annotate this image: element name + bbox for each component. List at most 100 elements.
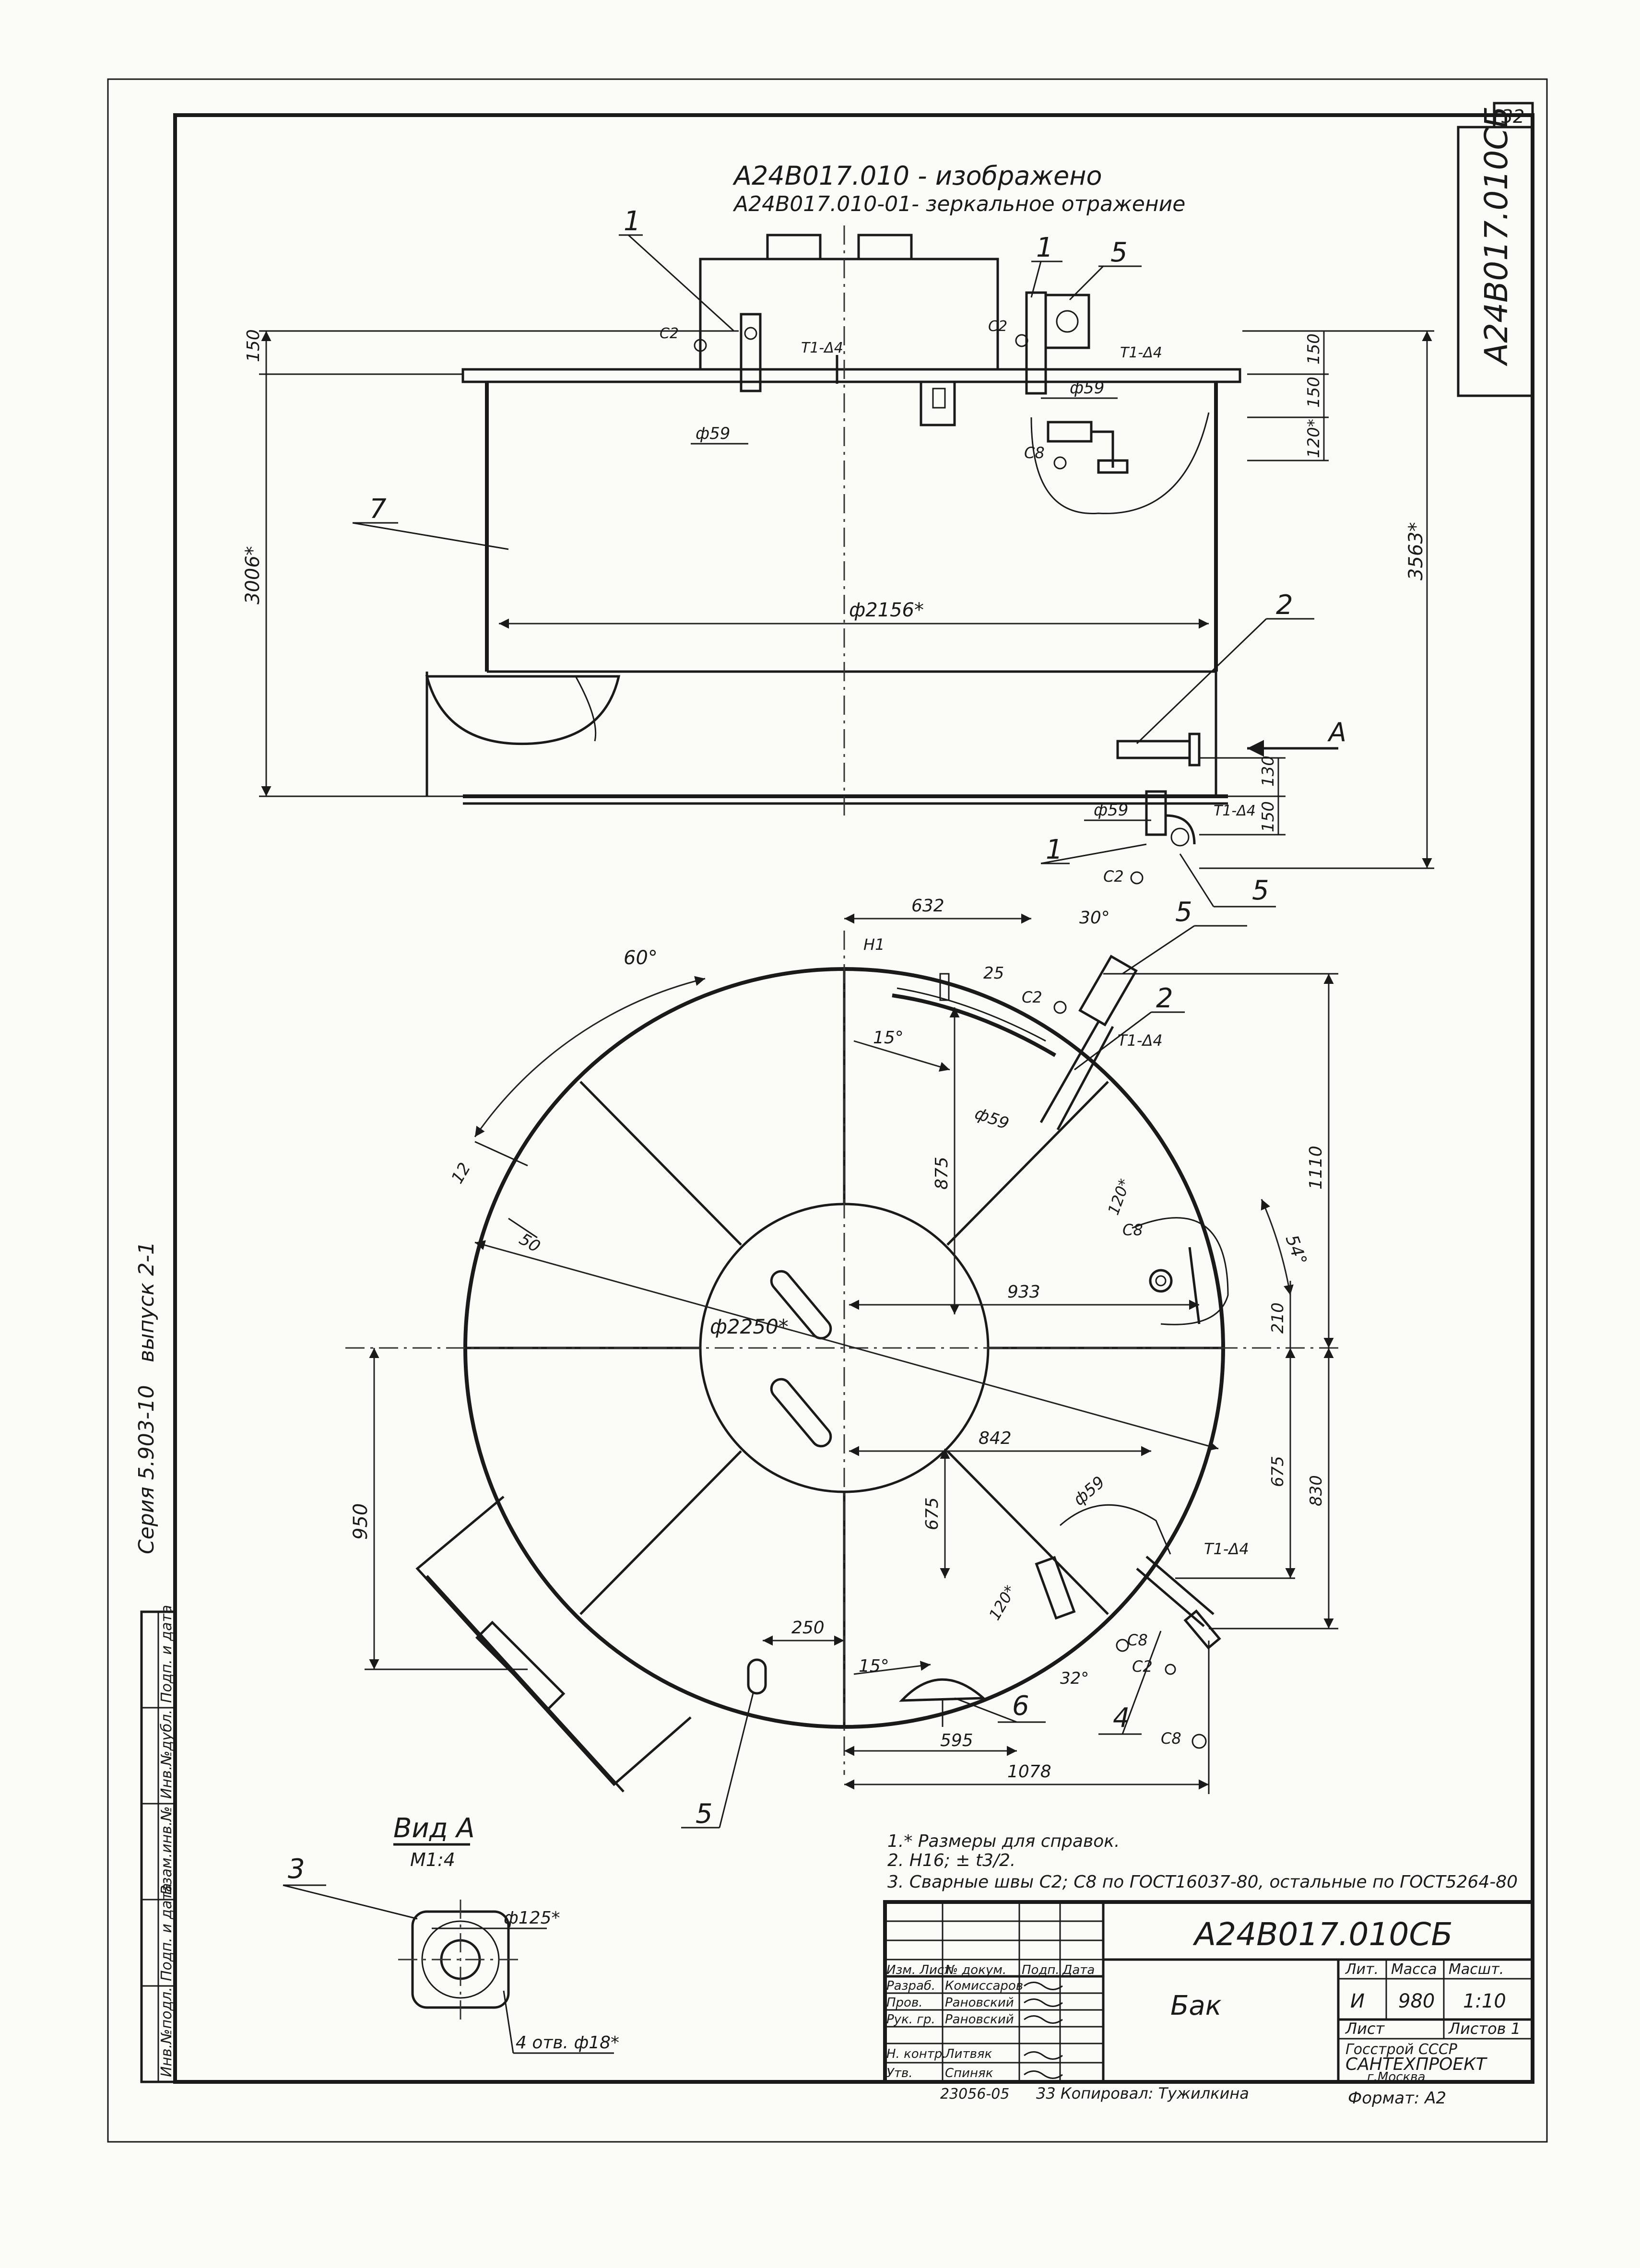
weld-h1: Н1 <box>863 935 885 954</box>
tb-org-2: САНТЕХПРОЕКТ <box>1345 2055 1488 2074</box>
side-stamp: А24В017.010СБ <box>1457 106 1534 397</box>
dim-210: 210 <box>1268 1302 1287 1334</box>
tb-row-role: Пров. <box>886 1996 923 2010</box>
note-2: 2. Н16; ± t3/2. <box>887 1851 1015 1870</box>
dim-830: 830 <box>1307 1475 1326 1506</box>
tb-row-name: Рановский <box>945 1996 1014 2010</box>
tb-sheets-label: Листов 1 <box>1448 2020 1521 2038</box>
tb-row-role: Разраб. <box>886 1979 935 1993</box>
dim-15deg-bottom: 15° <box>859 1656 889 1676</box>
plan-view: ф2250* 632 30° 25 15° ф59 <box>345 896 1343 1830</box>
dim-d2250: ф2250* <box>710 1315 789 1338</box>
series-label: Серия 5.903-10 <box>134 1385 159 1554</box>
dim-595: 595 <box>940 1731 973 1750</box>
tb-mass-value: 980 <box>1398 1990 1435 2012</box>
pos-7: 7 <box>369 494 387 525</box>
dim-150-top: 150 <box>244 329 263 362</box>
note-3: 3. Сварные швы С2; С8 по ГОСТ16037-80, о… <box>887 1872 1518 1892</box>
dim-130: 130 <box>1259 756 1278 787</box>
tb-mass-label: Масса <box>1391 1961 1437 1978</box>
side-table-cell: Подп. и дата <box>158 1605 175 1703</box>
pos-2-top: 2 <box>1276 590 1293 621</box>
side-table-cell: Инв.№дубл. <box>158 1710 175 1799</box>
pos-1-right: 1 <box>1036 232 1053 263</box>
dim-675-left: 675 <box>922 1497 942 1530</box>
side-table-cell: Подп. и дата <box>158 1883 175 1981</box>
weld-c8-plan-b: С8 <box>1127 1631 1148 1649</box>
tb-row-name: Комиссаров <box>945 1979 1023 1993</box>
pos-5-plan-b: 5 <box>696 1798 713 1830</box>
weld-c2-plan-a: С2 <box>1022 988 1042 1006</box>
tb-row-role: Изм. Лист <box>886 1963 952 1977</box>
dim-632: 632 <box>911 896 944 916</box>
sheet-number: 32 <box>1501 106 1524 127</box>
pos-5-plan-a: 5 <box>1175 897 1192 928</box>
dim-d59-b: ф59 <box>1070 378 1104 398</box>
view-a: Вид А М1:4 3 ф125* 4 отв. ф18* <box>283 1813 619 2054</box>
tb-row-name: Спиняк <box>945 2066 993 2080</box>
dim-150-right-b: 150 <box>1304 377 1323 408</box>
view-a-holes: 4 отв. ф18* <box>516 2033 619 2053</box>
dim-15deg-top: 15° <box>873 1028 904 1048</box>
weld-c2-plan-b: С2 <box>1132 1657 1153 1676</box>
pos-5-bottom: 5 <box>1252 875 1269 906</box>
drawing-frame <box>173 113 1534 2084</box>
dim-54deg: 54° <box>1282 1232 1310 1268</box>
title-block: А24В017.010СБ Бак Лит. Масса Масшт. И 98… <box>883 1900 1534 2084</box>
view-a-position: 3 <box>288 1854 305 1885</box>
footer-copied: 33 Копировал: Тужилкина <box>1036 2084 1249 2103</box>
tb-row-role: Рук. гр. <box>886 2012 935 2027</box>
tb-row-date: Дата <box>1062 1963 1095 1977</box>
pos-1-bottom: 1 <box>1046 834 1063 865</box>
weld-c8-plan-c: С8 <box>1161 1729 1181 1748</box>
side-table-cell: Взам.инв.№ <box>158 1806 175 1895</box>
dim-d2156: ф2156* <box>849 599 924 621</box>
note-1: 1.* Размеры для справок. <box>887 1831 1120 1851</box>
dim-933: 933 <box>1007 1282 1040 1302</box>
weld-c2-b: С2 <box>988 318 1007 335</box>
tb-name: Бак <box>1170 1990 1222 2021</box>
weld-t1-c: Т1-Δ4 <box>1214 803 1256 819</box>
elevation-view: 150 3006* 3563* 150 150 120* ф2156* ф59 … <box>242 206 1434 908</box>
dim-950: 950 <box>350 1503 372 1540</box>
side-stamp-text: А24В017.010СБ <box>1478 106 1515 366</box>
footer-code: 23056-05 <box>940 2086 1009 2103</box>
weld-t1-plan-a: Т1-Δ4 <box>1118 1031 1163 1050</box>
side-table-cell: Инв.№подл. <box>158 1987 175 2077</box>
dim-25: 25 <box>983 964 1004 983</box>
dim-d59-a: ф59 <box>696 424 730 443</box>
dim-120-plan-b: 120* <box>985 1582 1019 1623</box>
dim-12: 12 <box>448 1159 474 1187</box>
view-marker-a: А <box>1327 717 1346 747</box>
tb-row-role: Утв. <box>886 2066 913 2080</box>
tb-row-name: № докум. <box>944 1963 1006 1977</box>
weld-c2-c: С2 <box>1103 867 1124 886</box>
weld-t1-a: Т1-Δ4 <box>801 340 843 356</box>
dim-120-star: 120* <box>1304 419 1323 458</box>
sheet-trim <box>107 78 1548 2143</box>
weld-c2-a: С2 <box>660 325 679 342</box>
dim-3563: 3563* <box>1405 522 1427 580</box>
dim-3006: 3006* <box>242 546 264 604</box>
weld-t1-plan-b: Т1-Δ4 <box>1204 1540 1249 1558</box>
side-table: Подп. и дата Инв.№дубл. Взам.инв.№ Подп.… <box>140 1605 177 2083</box>
dim-60deg: 60° <box>624 947 658 969</box>
pos-2-plan: 2 <box>1156 983 1173 1014</box>
dim-50: 50 <box>516 1229 543 1256</box>
dim-30deg: 30° <box>1079 908 1110 928</box>
dim-1110: 1110 <box>1306 1146 1326 1190</box>
issue-label: выпуск 2-1 <box>134 1241 159 1362</box>
dim-32deg: 32° <box>1060 1669 1089 1688</box>
weld-t1-b: Т1-Δ4 <box>1120 344 1162 361</box>
tb-org-3: г.Москва <box>1367 2070 1426 2084</box>
weld-c8-plan-a: С8 <box>1122 1221 1143 1239</box>
tb-scale-value: 1:10 <box>1463 1990 1506 2012</box>
header-line-1: А24В017.010 - изображено <box>732 161 1102 191</box>
tb-lit-value: И <box>1350 1990 1365 2012</box>
dim-875: 875 <box>932 1157 952 1190</box>
view-a-scale: М1:4 <box>410 1849 455 1870</box>
tb-row-name: Литвяк <box>944 2047 992 2061</box>
view-a-title: Вид А <box>393 1813 475 1844</box>
dim-842: 842 <box>979 1429 1012 1448</box>
